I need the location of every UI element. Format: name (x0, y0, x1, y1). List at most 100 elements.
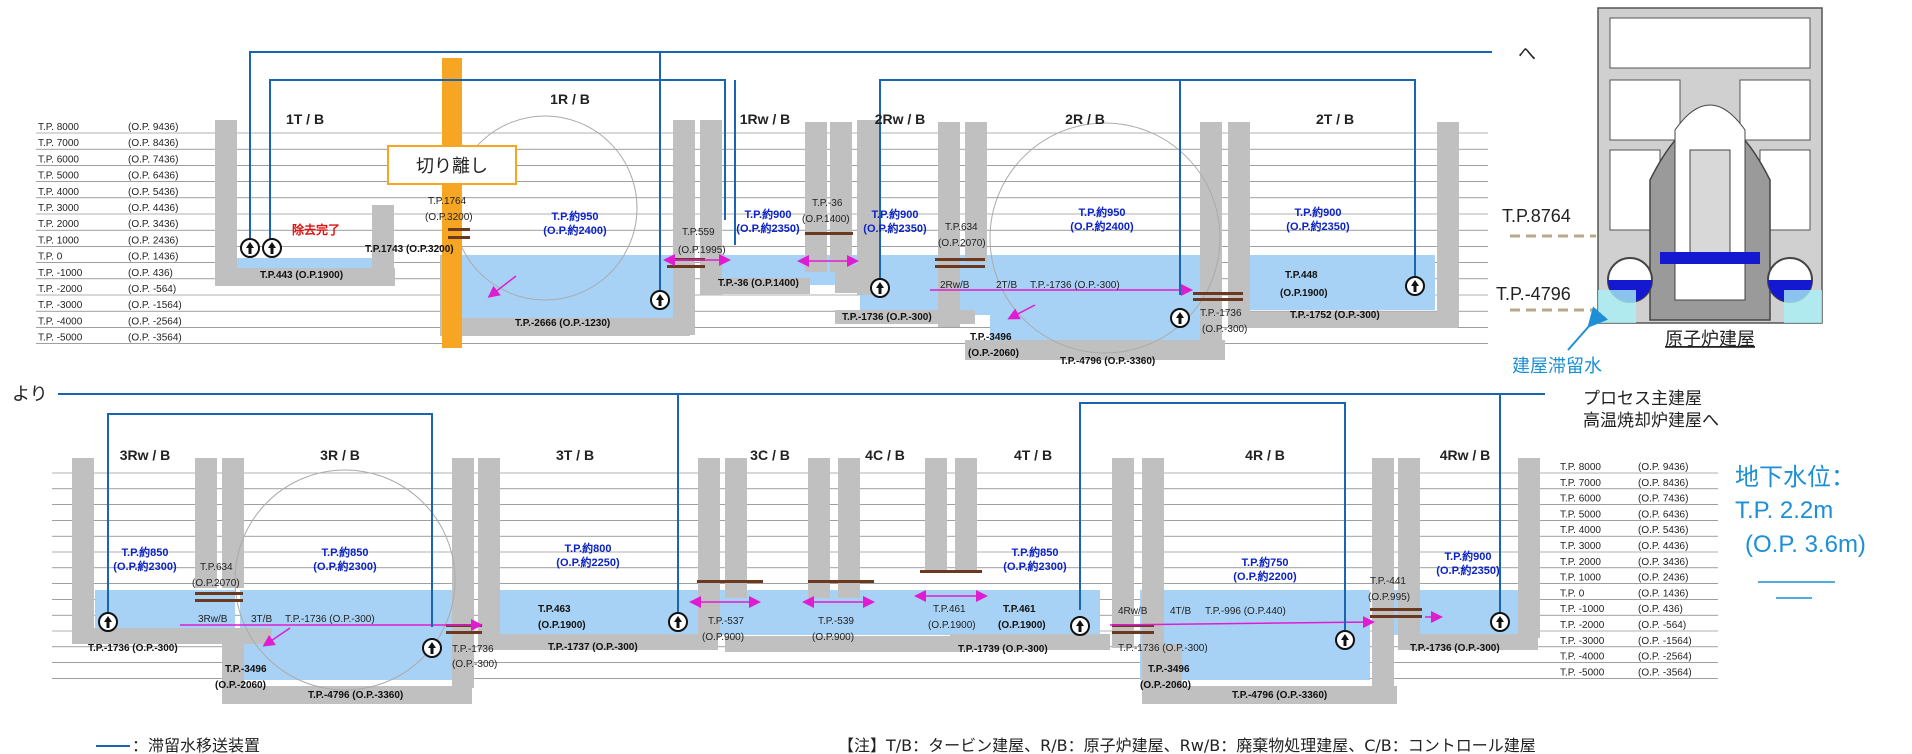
top-pumps (240, 238, 1425, 328)
bottom-elev-tp: T.P. 3000 (1560, 541, 1601, 552)
lbl-3-tp4796: T.P.-4796 (O.P.-3360) (308, 690, 403, 701)
lbl-3-line: T.P.-1736 (O.P.-300) (285, 614, 375, 625)
lbl-3-op300b: (O.P.-300) (452, 659, 497, 670)
lbl-tp634: T.P.634 (945, 222, 978, 233)
lbl-w1rw-a: T.P.約900 (745, 207, 792, 221)
lbl-rw4: 4Rw/B (1118, 606, 1148, 617)
top-elev-op: (O.P. 1436) (128, 252, 178, 263)
lbl-t4: 4T/B (1170, 606, 1191, 617)
lbl-tp463: T.P.463 (538, 604, 571, 615)
lbl-w3rw-b: (O.P.約2300) (113, 559, 177, 573)
bldg-2rw: 2Rw / B (875, 111, 926, 127)
cut-label: 切り離し (416, 156, 488, 177)
top-elev-op: (O.P. 4436) (128, 203, 178, 214)
bldg-4t: 4T / B (1014, 447, 1052, 463)
pump-icon (98, 612, 118, 632)
lbl-op995: (O.P.995) (1368, 592, 1410, 603)
lbl-w4rw-b: (O.P.約2350) (1436, 563, 1500, 577)
lbl-tp448: T.P.448 (1285, 270, 1318, 281)
lbl-tp461b: T.P.461 (1003, 604, 1036, 615)
lbl-t2: 2T/B (996, 280, 1017, 291)
lbl-w2r-b: (O.P.約2400) (1070, 219, 1134, 233)
gw-tp: T.P. 2.2m (1735, 497, 1833, 524)
lbl-t3: 3T/B (251, 614, 272, 625)
lbl-3-op2070: (O.P.2070) (192, 578, 240, 589)
top-elev-op: (O.P. -3564) (128, 333, 182, 344)
bottom-elev-op: (O.P. 6436) (1638, 509, 1688, 520)
bottom-elev-op: (O.P. 3436) (1638, 557, 1688, 568)
removed-label: 除去完了 (292, 222, 340, 237)
lbl-3-op2060: (O.P.-2060) (215, 680, 266, 691)
lbl-tp1737: T.P.-1737 (O.P.-300) (548, 642, 638, 653)
lbl-w4r-a: T.P.約750 (1242, 555, 1289, 569)
bottom-elev-tp: T.P. -4000 (1560, 652, 1605, 663)
water-3rw (95, 590, 235, 630)
pump-icon (1070, 616, 1090, 636)
top-elev-op: (O.P. 7436) (128, 154, 178, 165)
top-elev-tp: T.P. 5000 (38, 171, 79, 182)
pump-icon (262, 238, 282, 258)
bottom-elev-op: (O.P. -564) (1638, 620, 1686, 631)
bottom-elev-tp: T.P. 1000 (1560, 573, 1601, 584)
bottom-elev-tp: T.P. 8000 (1560, 462, 1601, 473)
bldg-2t: 2T / B (1316, 111, 1354, 127)
reactor-outline-3r (234, 469, 456, 691)
bldg-3t: 3T / B (556, 447, 594, 463)
top-elev-tp: T.P. -4000 (38, 316, 83, 327)
bldg-1t: 1T / B (286, 111, 324, 127)
top-elev-op: (O.P. 6436) (128, 171, 178, 182)
lbl-w4rw-a: T.P.約900 (1445, 549, 1492, 563)
lbl-op2070: (O.P.2070) (938, 238, 986, 249)
bottom-pumps (98, 612, 1510, 658)
middle-pipe: より プロセス主建屋 高温焼却炉建屋へ (12, 384, 1719, 431)
bottom-elev-tp: T.P. 6000 (1560, 494, 1601, 505)
bottom-pipes (107, 394, 1501, 630)
lbl-op1900a: (O.P.1900) (538, 620, 586, 631)
bottom-elev-op: (O.P. 2436) (1638, 573, 1688, 584)
top-elev-tp: T.P. 8000 (38, 122, 79, 133)
bottom-elev-op: (O.P. 7436) (1638, 494, 1688, 505)
reactor-inset: T.P.8764 T.P.-4796 建屋滞留水 原子炉建屋 (1496, 7, 1823, 377)
bottom-elev-op: (O.P. -3564) (1638, 667, 1692, 678)
lbl-tp2666: T.P.-2666 (O.P.-1230) (515, 318, 610, 329)
lbl-tp996: T.P.-996 (O.P.440) (1205, 606, 1286, 617)
top-elev-tp: T.P. 3000 (38, 203, 79, 214)
lbl-tp441: T.P.-441 (1370, 576, 1406, 587)
top-elev-tp: T.P. -1000 (38, 268, 83, 279)
bottom-elev-tp: T.P. 0 (1560, 588, 1585, 599)
lbl-tp1739: T.P.-1739 (O.P.-300) (958, 644, 1048, 655)
legend: ：滞留水移送装置 【注】T/B：タービン建屋、R/B：原子炉建屋、Rw/B：廃棄… (96, 736, 1536, 754)
cut-label-box (387, 145, 517, 185)
bottom-elev-tp: T.P. 7000 (1560, 478, 1601, 489)
lbl-op900a: (O.P.900) (702, 632, 744, 643)
bldg-3rw: 3Rw / B (120, 447, 171, 463)
lbl-w4t-b: (O.P.約2300) (1003, 559, 1067, 573)
bldg-3r: 3R / B (320, 447, 360, 463)
bottom-flow-arrows (180, 590, 1443, 647)
bottom-section: T.P. 8000(O.P. 9436)T.P. 7000(O.P. 8436)… (52, 394, 1718, 704)
lbl-4-tp3496: T.P.-3496 (1148, 664, 1190, 675)
middle-to-2: 高温焼却炉建屋へ (1583, 411, 1719, 431)
lbl-w3rw-a: T.P.約850 (122, 545, 169, 559)
top-water (232, 255, 1435, 350)
water-3r (240, 590, 460, 680)
bottom-elev-tp: T.P. -5000 (1560, 667, 1605, 678)
bottom-elev-op: (O.P. 5436) (1638, 525, 1688, 536)
lbl-op2060: (O.P.-2060) (968, 348, 1019, 359)
gw-title: 地下水位： (1735, 463, 1855, 491)
pump-icon (650, 290, 670, 310)
top-elev-tp: T.P. 4000 (38, 187, 79, 198)
bldg-2r: 2R / B (1065, 111, 1105, 127)
bottom-elev-tp: T.P. 5000 (1560, 509, 1601, 520)
lbl-w2r-a: T.P.約950 (1079, 205, 1126, 219)
pump-icon (1170, 308, 1190, 328)
bottom-elev-tp: T.P. 4000 (1560, 525, 1601, 536)
lbl-3-tp3496: T.P.-3496 (225, 664, 267, 675)
lbl-3-tp634: T.P.634 (200, 562, 233, 573)
lbl-tp36: T.P.-36 (812, 198, 843, 209)
top-elev-op: (O.P. -2564) (128, 316, 182, 327)
pump-icon (422, 638, 442, 658)
top-flow-arrows (487, 254, 1193, 320)
lbl-4-tp1736: T.P.-1736 (O.P.-300) (1118, 643, 1208, 654)
pump-icon (1335, 630, 1355, 650)
